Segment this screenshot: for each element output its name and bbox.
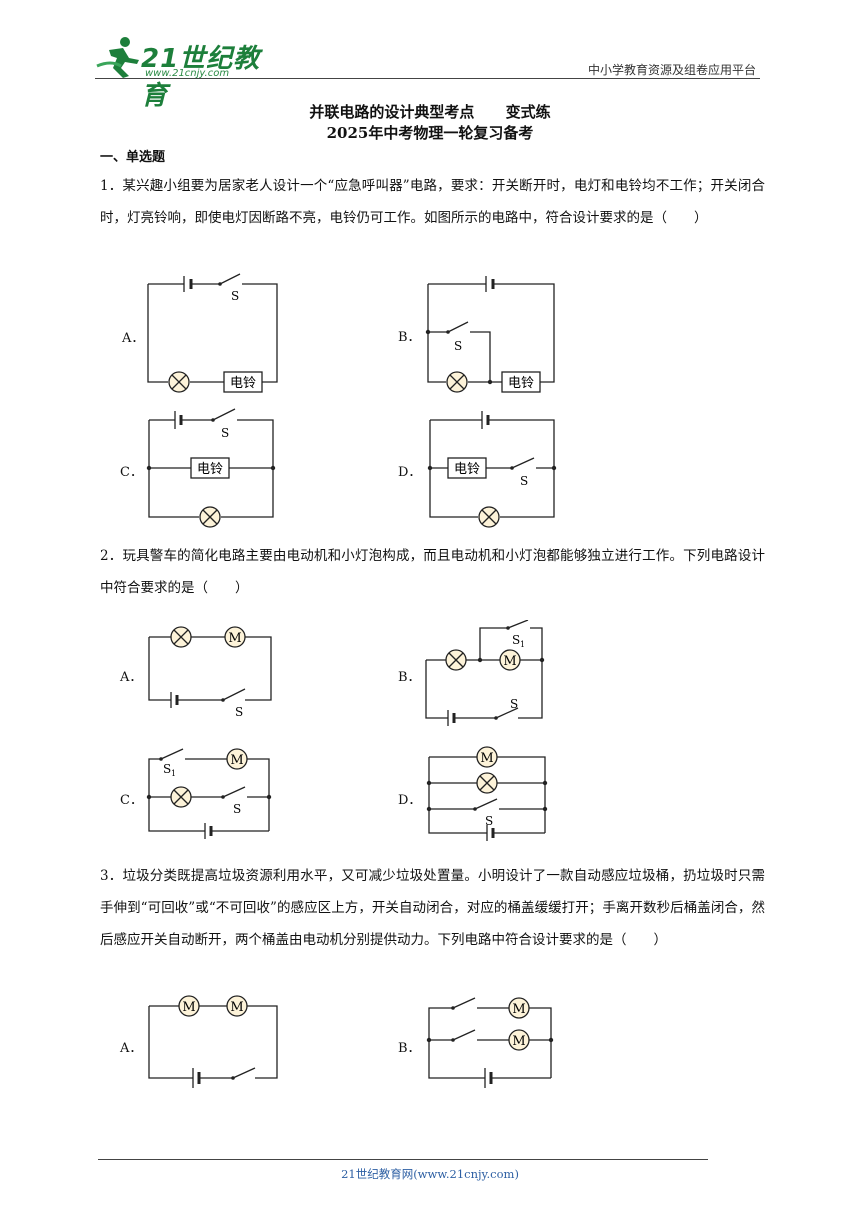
page-subtitle: 2025年中考物理一轮复习备考	[326, 124, 534, 142]
bell-label: 电铃	[197, 462, 223, 477]
q2-circuit-a: M S	[148, 626, 272, 719]
switch-subscript: 1	[171, 769, 176, 778]
q1-circuit-c: S 电铃	[146, 408, 276, 528]
q1-option-a-label[interactable]: A．	[122, 331, 145, 346]
question-3-text: 3．垃圾分类既提高垃圾资源利用水平，又可减少垃圾处置量。小明设计了一款自动感应垃…	[100, 868, 765, 948]
switch-label: S	[512, 633, 520, 647]
switch-label: S	[163, 762, 171, 776]
bell-label: 电铃	[508, 376, 534, 391]
motor-label: M	[512, 1002, 525, 1017]
page-title: 并联电路的设计典型考点 变式练	[309, 103, 551, 121]
q2-option-d-label[interactable]: D．	[398, 793, 422, 808]
q1-option-c-label[interactable]: C．	[120, 465, 143, 480]
q1-circuit-d: S 电铃	[427, 411, 557, 528]
motor-label: M	[503, 654, 516, 669]
q1-circuit-a: S 电铃	[147, 273, 278, 393]
switch-label: S	[221, 426, 229, 440]
header-divider	[95, 78, 760, 79]
q2-circuit-b: M S 1 S	[425, 620, 545, 726]
motor-label: M	[480, 751, 493, 766]
question-1-text: 1．某兴趣小组要为居家老人设计一个“应急呼叫器”电路，要求：开关断开时，电灯和电…	[100, 178, 765, 226]
bell-label: 电铃	[230, 376, 256, 391]
section-heading: 一、单选题	[100, 150, 166, 165]
q3-circuit-a: M M	[148, 995, 278, 1088]
logo-url: www.21cnjy.com	[145, 68, 230, 79]
switch-label: S	[485, 814, 493, 828]
switch-label: S	[233, 802, 241, 816]
q2-option-c-label[interactable]: C．	[120, 793, 143, 808]
motor-label: M	[230, 753, 243, 768]
switch-label: S	[231, 289, 239, 303]
question-2-text: 2．玩具警车的简化电路主要由电动机和小灯泡构成，而且电动机和小灯泡都能够独立进行…	[100, 548, 765, 596]
q2-circuit-c: M S 1 S	[146, 748, 272, 839]
footer-link[interactable]: 21世纪教育网(www.21cnjy.com)	[341, 1167, 519, 1181]
q3-option-a-label[interactable]: A．	[120, 1041, 143, 1056]
switch-label: S	[235, 705, 243, 719]
header-logo: 21世纪教育 www.21cnjy.com	[95, 36, 265, 111]
switch-subscript: 1	[520, 640, 525, 649]
q2-circuit-d: M S	[426, 746, 548, 841]
q3-option-b-label[interactable]: B．	[398, 1041, 421, 1056]
switch-label: S	[510, 697, 518, 711]
header-platform-text: 中小学教育资源及组卷应用平台	[587, 63, 756, 77]
bell-label: 电铃	[454, 462, 480, 477]
q2-option-a-label[interactable]: A．	[120, 670, 143, 685]
logo-text: 21世纪教育	[141, 44, 261, 111]
q2-option-b-label[interactable]: B．	[398, 670, 421, 685]
motor-label: M	[512, 1034, 525, 1049]
motor-label: M	[230, 1000, 243, 1015]
q1-option-b-label[interactable]: B．	[398, 330, 421, 345]
motor-label: M	[228, 631, 241, 646]
switch-label: S	[520, 474, 528, 488]
q1-circuit-b: S 电铃	[425, 276, 555, 393]
q1-option-d-label[interactable]: D．	[398, 465, 422, 480]
footer-divider	[98, 1159, 708, 1160]
q3-circuit-b: M M	[426, 997, 554, 1088]
runner-logo-icon	[96, 37, 139, 78]
switch-label: S	[454, 339, 462, 353]
motor-label: M	[182, 1000, 195, 1015]
